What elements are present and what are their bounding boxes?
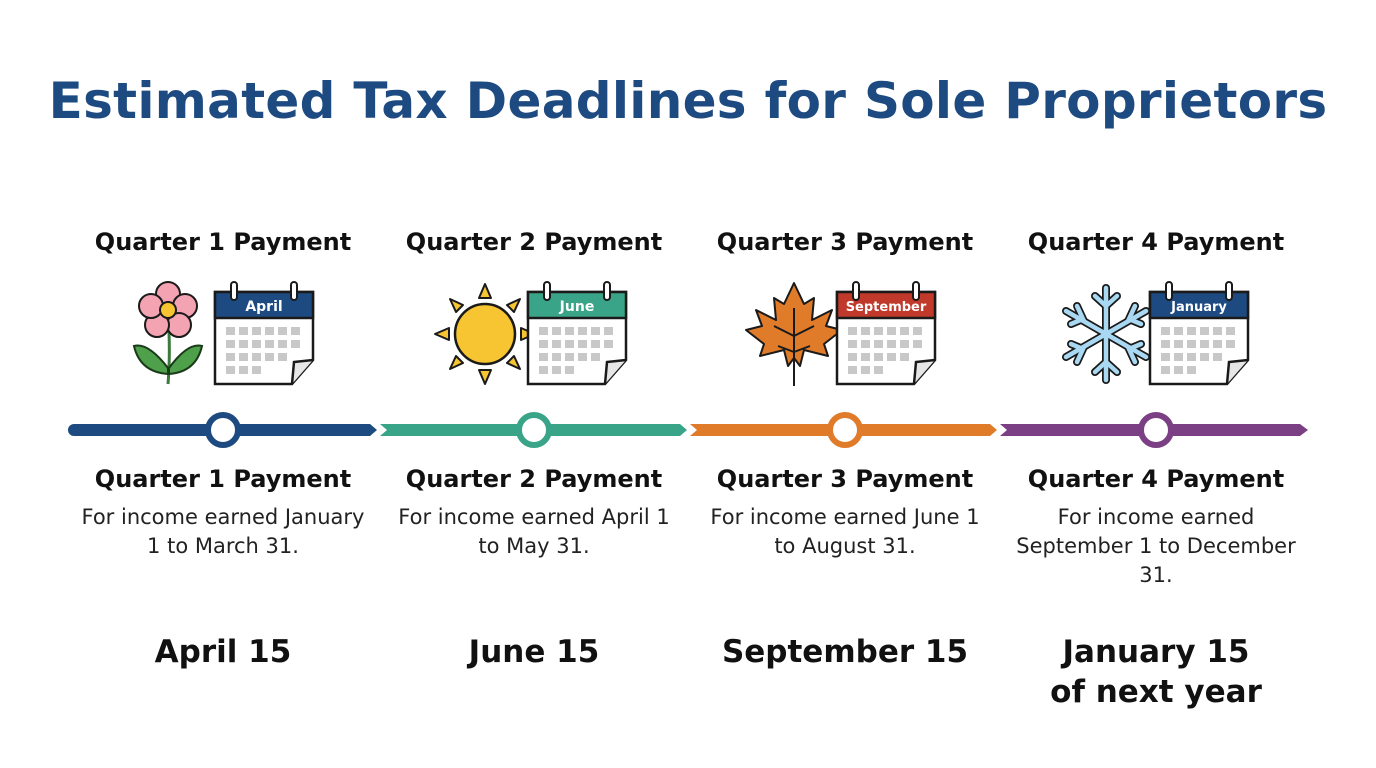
quarter-icons: September <box>690 278 1000 390</box>
due-date: January 15 of next year <box>1050 634 1262 710</box>
calendar-icon: January <box>1148 281 1250 386</box>
quarter-description: For income earned January 1 to March 31. <box>81 505 365 558</box>
due-date: April 15 <box>154 634 292 670</box>
timeline-node-q1 <box>205 412 241 448</box>
due-date: June 15 <box>468 634 600 670</box>
calendar-month-label: June <box>559 299 595 315</box>
quarter-4-column: Quarter 4 Payment <box>1001 0 1311 768</box>
quarter-description: For income earned September 1 to Decembe… <box>1016 505 1296 587</box>
calendar-month-label: September <box>846 300 927 315</box>
quarter-3-column: Quarter 3 Payment September Quarter 3 Pa… <box>690 0 1000 768</box>
sun-icon <box>434 283 536 385</box>
quarter-label: Quarter 1 Payment <box>94 465 352 493</box>
timeline-node-q3 <box>827 412 863 448</box>
quarter-label: Quarter 2 Payment <box>405 465 663 493</box>
quarter-description: For income earned June 1 to August 31. <box>710 505 980 558</box>
quarter-label: Quarter 4 Payment <box>1027 465 1285 493</box>
quarter-heading: Quarter 1 Payment <box>94 228 352 256</box>
quarter-icons: June <box>379 278 689 390</box>
quarter-2-column: Quarter 2 Payment June <box>379 0 689 768</box>
calendar-icon: June <box>526 281 628 386</box>
quarter-heading: Quarter 2 Payment <box>405 228 663 256</box>
timeline-node-q2 <box>516 412 552 448</box>
maple-leaf-icon <box>745 282 843 386</box>
snowflake-icon <box>1062 284 1150 384</box>
page-title: Estimated Tax Deadlines for Sole Proprie… <box>48 72 1328 130</box>
quarter-icons: April <box>68 278 378 390</box>
calendar-icon: September <box>835 281 937 386</box>
flower-icon <box>132 281 204 385</box>
quarter-1-column: Quarter 1 Payment April <box>68 0 378 768</box>
quarter-icons: January <box>1001 278 1311 390</box>
quarter-label: Quarter 3 Payment <box>716 465 974 493</box>
due-date: September 15 <box>721 634 969 670</box>
calendar-month-label: April <box>245 299 282 315</box>
calendar-month-label: January <box>1170 300 1227 315</box>
quarter-heading: Quarter 3 Payment <box>716 228 974 256</box>
quarter-heading: Quarter 4 Payment <box>1027 228 1285 256</box>
timeline-node-q4 <box>1138 412 1174 448</box>
calendar-icon: April <box>213 281 315 386</box>
quarter-description: For income earned April 1 to May 31. <box>398 505 670 558</box>
